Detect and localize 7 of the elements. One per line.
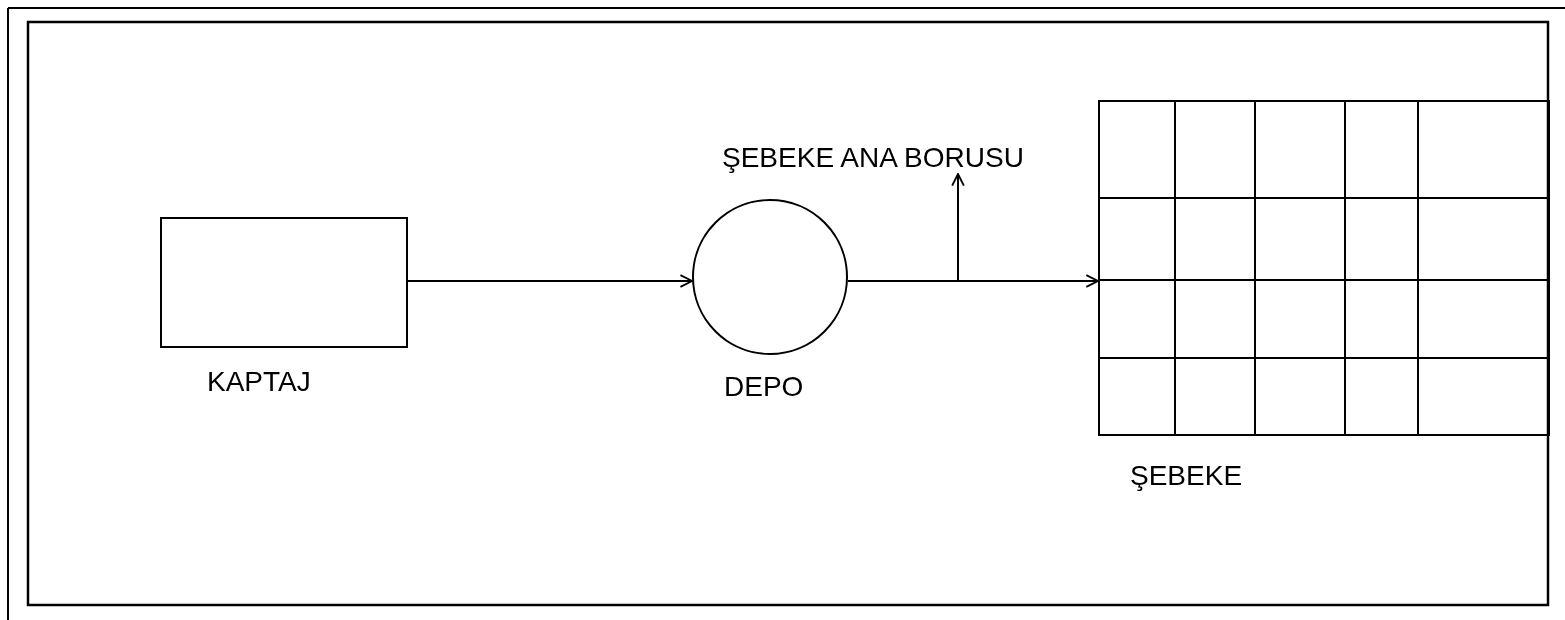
node-label: ŞEBEKE xyxy=(1130,462,1243,490)
arrow xyxy=(951,173,965,282)
arrow xyxy=(846,274,1099,288)
node-label: ŞEBEKE ANA BORUSU xyxy=(722,144,1024,172)
node-label: DEPO xyxy=(724,373,804,401)
arrow xyxy=(407,274,694,288)
node-label: KAPTAJ xyxy=(207,368,311,396)
